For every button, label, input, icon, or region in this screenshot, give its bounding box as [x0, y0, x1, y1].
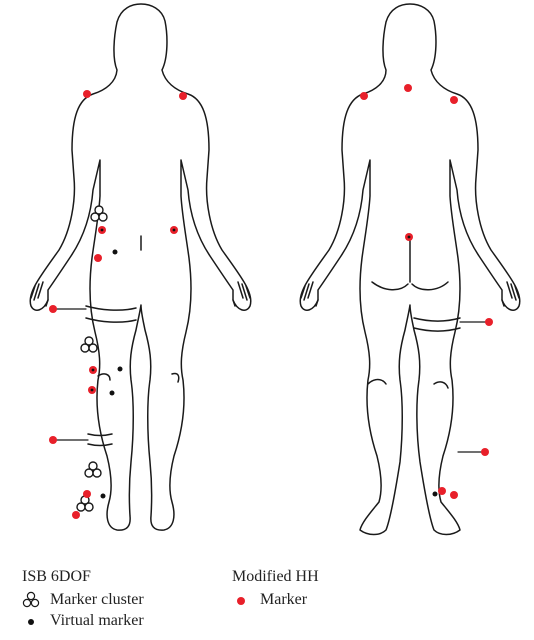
- legend-item-marker: Marker: [232, 589, 319, 610]
- legend-item-label: Virtual marker: [50, 610, 144, 631]
- red-marker-icon: [49, 305, 57, 313]
- front-knee-mark-left: [98, 374, 110, 380]
- back-gluteal-folds: [372, 282, 448, 290]
- red-marker-icon: [404, 84, 412, 92]
- front-thigh-band: [86, 306, 136, 322]
- legend-item-marker-cluster: Marker cluster: [22, 589, 144, 610]
- marker-cluster-icon: [22, 590, 44, 610]
- marker-cluster-icon: [81, 337, 97, 352]
- virtual-marker-icon: [22, 611, 44, 631]
- front-marker-clusters: [77, 206, 107, 511]
- virtual-marker-icon: [113, 250, 118, 255]
- front-left-fingers: [31, 282, 48, 306]
- legend-hh-title: Modified HH: [232, 566, 319, 587]
- legend-isb-title: ISB 6DOF: [22, 566, 144, 587]
- front-view: [30, 4, 251, 530]
- marker-cluster-icon: [77, 496, 93, 511]
- red-marker-icon: [83, 490, 91, 498]
- red-marker-icon: [232, 590, 254, 610]
- red-marker-icon: [481, 448, 489, 456]
- red-marker-icon: [72, 511, 80, 519]
- red-marker-icon: [485, 318, 493, 326]
- back-thigh-band: [414, 318, 460, 331]
- legend-item-label: Marker cluster: [50, 589, 144, 610]
- back-view: [300, 4, 520, 535]
- front-shank-band: [88, 434, 112, 446]
- red-marker-icon: [83, 90, 91, 98]
- red-marker-icon: [179, 92, 187, 100]
- back-pointer-lines: [458, 322, 488, 452]
- marker-cluster-icon: [85, 462, 101, 477]
- red-marker-icon: [438, 487, 446, 495]
- front-right-fingers: [233, 282, 250, 306]
- back-red-markers: [360, 84, 493, 499]
- back-knee-mark-left: [368, 380, 386, 385]
- body-marker-diagram: [0, 0, 534, 540]
- virtual-marker-icon: [118, 367, 123, 372]
- back-right-fingers: [502, 282, 519, 306]
- back-left-fingers: [301, 282, 318, 306]
- front-body-outline: [30, 4, 251, 530]
- virtual-marker-icon: [101, 494, 106, 499]
- back-knee-mark-right: [434, 382, 448, 388]
- marker-cluster-icon: [91, 206, 107, 221]
- legend-item-label: Marker: [260, 589, 307, 610]
- front-knee-mark-right: [172, 373, 179, 382]
- legend-isb: ISB 6DOF Marker cluster Virtual marker: [22, 566, 144, 631]
- red-marker-icon: [450, 96, 458, 104]
- red-marker-icon: [49, 436, 57, 444]
- front-red-markers: [49, 90, 187, 519]
- legend-hh: Modified HH Marker: [232, 566, 319, 610]
- back-virtual-markers: [408, 236, 438, 497]
- virtual-marker-icon: [110, 391, 115, 396]
- legend-item-virtual-marker: Virtual marker: [22, 610, 144, 631]
- red-marker-icon: [94, 254, 102, 262]
- red-marker-icon: [360, 92, 368, 100]
- virtual-marker-icon: [433, 492, 438, 497]
- red-marker-icon: [450, 491, 458, 499]
- front-pointer-lines: [54, 309, 88, 440]
